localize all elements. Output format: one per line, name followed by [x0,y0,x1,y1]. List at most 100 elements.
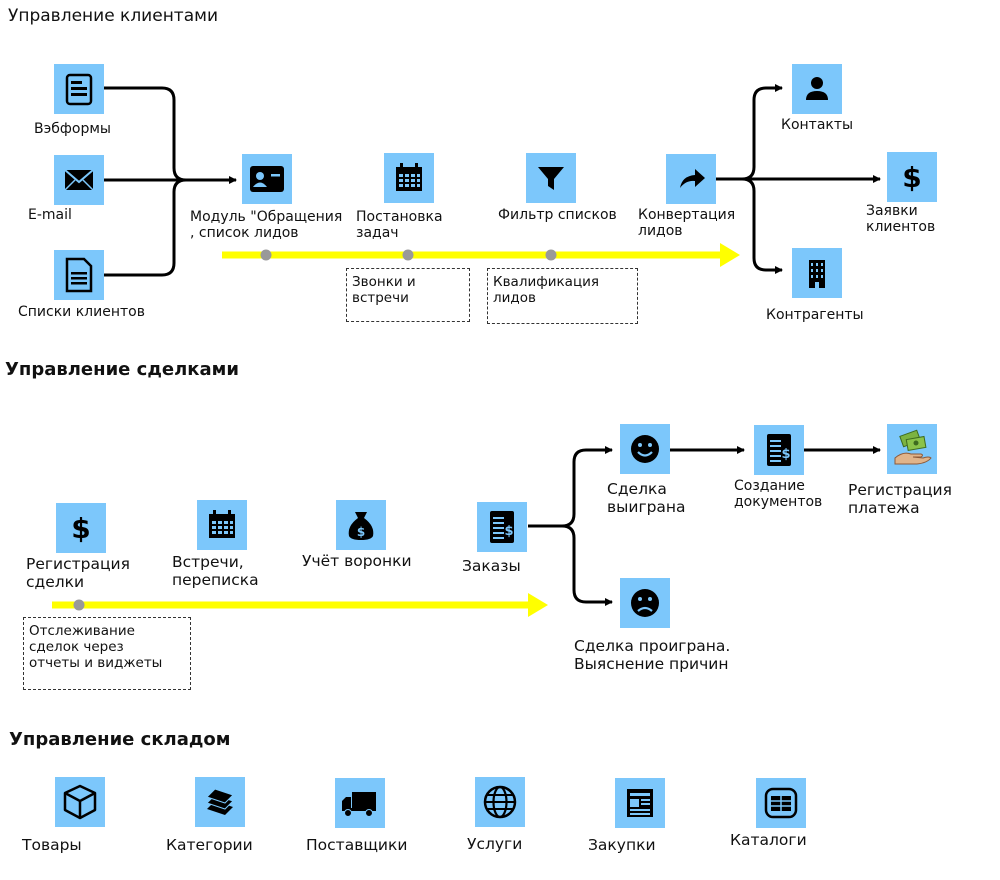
email-label: E-mail [28,207,72,223]
section-title-clients: Управление клиентами [8,6,219,26]
meetings-tile[interactable] [197,500,247,550]
conversion-tile[interactable] [666,154,716,204]
documents-label-line2: документов [734,494,823,510]
envelope-icon [64,169,94,191]
services-label: Услуги [467,835,523,853]
filter-label: Фильтр списков [498,207,617,223]
dollar-icon: $ [902,161,921,194]
deal-lost-label-line2: Выяснение причин [574,655,729,673]
smiley-sad-icon [631,589,659,617]
documents-label-line1: Создание [734,478,805,494]
suppliers-tile[interactable] [335,778,385,828]
payment-tile[interactable] [887,424,937,474]
section-title-warehouse: Управление складом [9,729,231,750]
module-label-line1: Модуль "Обращения [190,209,343,225]
calendar-icon [396,163,422,191]
payment-label-line2: платежа [848,499,920,517]
tasks-label-line2: задач [356,225,399,241]
books-icon [206,788,234,815]
requests-label-line1: Заявки [866,203,918,219]
connector-contractors [741,177,783,274]
money-bag-icon: $ [348,512,374,540]
client-lists-label: Списки клиентов [18,304,145,320]
funnel-label: Учёт воронки [302,552,412,570]
svg-text:$: $ [504,524,513,539]
module-label-line2: , список лидов [190,225,299,241]
dollar-icon: $ [71,512,90,545]
milestone-registration [73,599,85,611]
orders-label: Заказы [462,557,521,575]
filter-tile[interactable] [526,153,576,203]
share-arrow-icon [680,169,705,188]
module-tile[interactable] [242,154,292,204]
svg-text:$: $ [902,161,921,194]
email-tile[interactable] [54,155,104,205]
note-calls-line1: Звонки и [352,274,416,290]
meetings-label-line2: переписка [172,571,259,589]
note-deals-tracking: Отслеживание сделок через отчеты и видже… [23,617,191,690]
client-lists-tile[interactable] [54,250,104,300]
note-deals-line2: сделок через [29,639,124,655]
timeline-deals-head [528,593,548,617]
document-icon [65,73,93,106]
connector-webforms [104,86,187,182]
orders-tile[interactable]: $ [477,502,527,552]
payment-label-line1: Регистрация [848,481,952,499]
services-tile[interactable] [475,777,525,827]
connector-lost [561,524,613,606]
smiley-happy-icon [631,435,659,463]
contact-card-icon [250,166,284,192]
newspaper-icon [627,789,653,817]
milestone-tasks [402,249,414,261]
connector-won [528,446,613,528]
catalog-table-icon [764,787,798,819]
milestone-module [260,249,272,261]
globe-icon [483,785,517,819]
connector-client-lists [104,178,187,277]
contractors-label: Контрагенты [766,307,864,323]
contractors-tile[interactable] [792,248,842,298]
suppliers-label: Поставщики [306,836,408,854]
deal-registration-tile[interactable]: $ [56,503,106,553]
categories-tile[interactable] [195,777,245,827]
note-deals-line3: отчеты и виджеты [29,655,163,671]
purchases-tile[interactable] [615,778,665,828]
webforms-tile[interactable] [54,64,104,114]
money-hand-icon [894,429,932,465]
contacts-label: Контакты [781,117,854,133]
truck-icon [342,792,376,817]
funnel-tile[interactable]: $ [336,500,386,550]
webforms-label: Вэбформы [34,121,111,137]
deal-won-label-line1: Сделка [607,480,667,498]
connector-contacts [716,84,783,181]
deal-lost-tile[interactable] [620,578,670,628]
categories-label: Категории [166,836,253,854]
purchases-label: Закупки [588,836,656,854]
deal-won-tile[interactable] [620,424,670,474]
meetings-label-line1: Встречи, [172,553,244,571]
svg-text:$: $ [357,525,365,539]
note-qualification: Квалификация лидов [487,268,638,324]
conversion-label-line2: лидов [638,223,683,239]
calendar-icon [209,510,235,538]
contacts-tile[interactable] [792,64,842,114]
goods-tile[interactable] [55,777,105,827]
person-icon [806,77,828,100]
tasks-tile[interactable] [384,153,434,203]
note-calls-line2: встречи [352,290,409,306]
requests-tile[interactable]: $ [887,152,937,202]
note-deals-line1: Отслеживание [29,623,135,639]
conversion-label-line1: Конвертация [638,207,736,223]
list-document-icon [65,257,93,293]
cube-icon [63,784,97,820]
note-qualification-line1: Квалификация [493,274,600,290]
documents-tile[interactable]: $ [754,425,804,475]
timeline-clients-head [720,243,740,267]
catalogs-tile[interactable] [756,778,806,828]
catalogs-label: Каталоги [730,831,807,849]
note-calls: Звонки и встречи [346,268,470,322]
section-title-deals: Управление сделками [5,359,239,380]
funnel-icon [538,167,564,190]
goods-label: Товары [22,836,82,854]
